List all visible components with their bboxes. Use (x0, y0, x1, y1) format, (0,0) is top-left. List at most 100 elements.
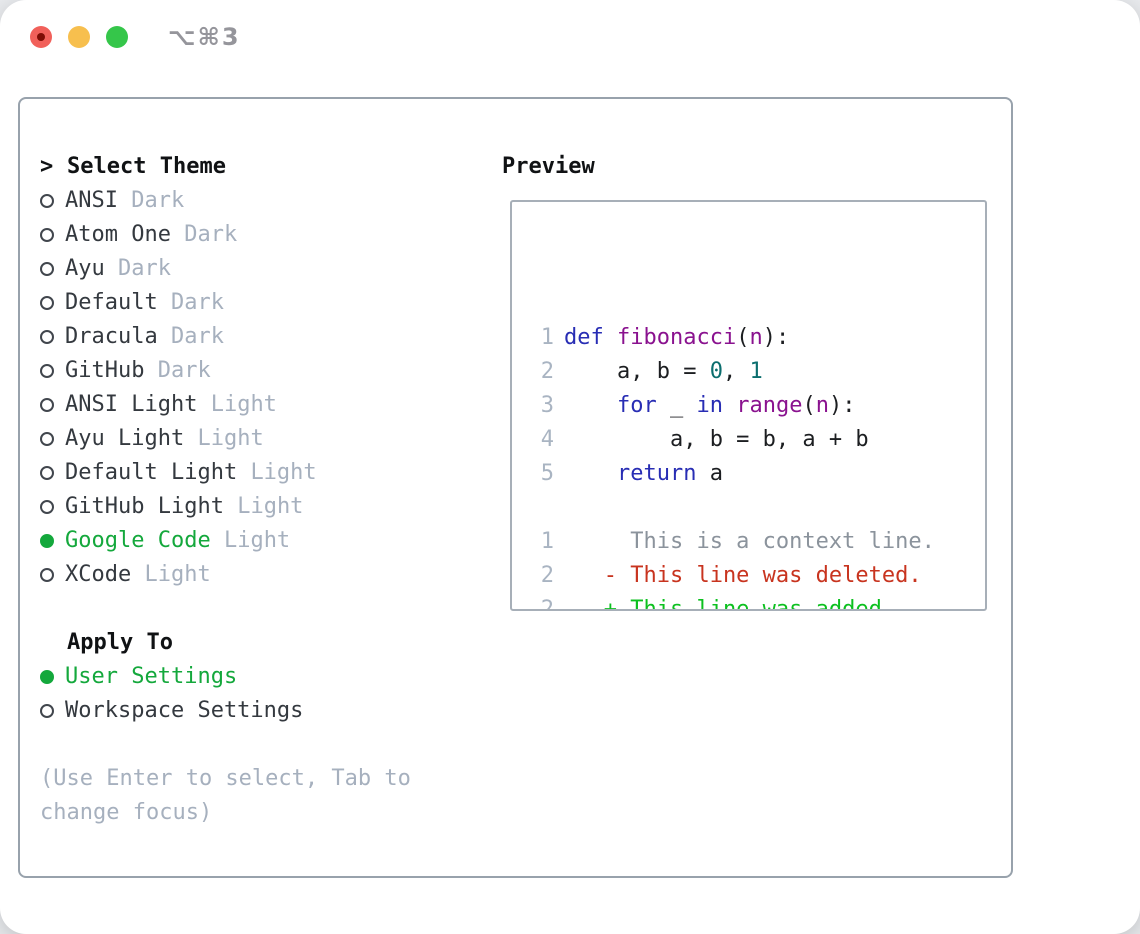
code-token: for (616, 393, 657, 418)
code-line: 4 a, b = b, a + b (528, 423, 985, 457)
theme-option-atom-one[interactable]: Atom One Dark (40, 218, 480, 252)
theme-variant-tag: Dark (170, 324, 224, 349)
theme-name: XCode (65, 562, 132, 587)
radio-icon (40, 194, 54, 208)
code-line: 3 for _ in range(n): (528, 389, 985, 423)
theme-option-github-light[interactable]: GitHub Light Light (40, 490, 480, 524)
radio-icon (40, 330, 54, 344)
theme-name: ANSI (65, 188, 118, 213)
radio-icon (40, 364, 54, 378)
code-token: a, b = (564, 359, 710, 384)
diff-line-added: 2 + This line was added. (528, 593, 985, 611)
code-token: a, b = b, a + b (564, 427, 869, 452)
theme-option-ansi[interactable]: ANSI Dark (40, 184, 480, 218)
line-number: 1 (540, 325, 554, 350)
preview-label: Preview (502, 154, 595, 179)
theme-option-default[interactable]: Default Dark (40, 286, 480, 320)
minimize-button[interactable] (68, 26, 90, 48)
theme-variant-tag: Light (223, 528, 291, 553)
radio-icon (40, 262, 54, 276)
theme-name: Default (65, 290, 158, 315)
code-token: ): (762, 325, 790, 350)
theme-option-github[interactable]: GitHub Dark (40, 354, 480, 388)
theme-variant-tag: Light (197, 426, 264, 451)
select-theme-label: Select Theme (67, 154, 226, 179)
theme-variant-tag: Light (210, 392, 277, 417)
theme-variant-tag: Light (144, 562, 211, 587)
apply-option-name: Workspace Settings (65, 698, 304, 723)
theme-variant-tag: Dark (170, 290, 224, 315)
theme-variant-tag: Light (250, 460, 317, 485)
zoom-button[interactable] (106, 26, 128, 48)
theme-option-dracula[interactable]: Dracula Dark (40, 320, 480, 354)
theme-option-ansi-light[interactable]: ANSI Light Light (40, 388, 480, 422)
theme-variant-tag: Light (237, 494, 304, 519)
code-token (604, 325, 617, 350)
code-token: 0 (709, 359, 723, 384)
radio-icon (40, 500, 54, 514)
code-token: fibonacci (617, 325, 737, 350)
code-line: 1 def fibonacci(n): (528, 321, 985, 355)
theme-name: Google Code (65, 528, 211, 553)
theme-option-xcode[interactable]: XCode Light (40, 558, 480, 592)
code-token: ( (802, 393, 816, 418)
radio-icon (40, 568, 54, 582)
diff-line-deleted: 2 - This line was deleted. (528, 559, 985, 593)
code-token: _ (656, 393, 697, 418)
line-number: 4 (540, 427, 554, 452)
code-token: return (616, 461, 697, 486)
theme-variant-tag: Dark (131, 188, 185, 213)
diff-line-context: 1 This is a context line. (528, 525, 985, 559)
radio-icon (40, 228, 54, 242)
radio-icon (40, 432, 54, 446)
theme-name: Ayu Light (65, 426, 185, 451)
apply-to-header: Apply To (40, 626, 480, 660)
radio-icon (40, 296, 54, 310)
diff-text: This is a context line. (564, 529, 935, 554)
code-token: n (749, 325, 763, 350)
close-button[interactable] (30, 26, 52, 48)
line-number: 3 (540, 393, 554, 418)
line-number: 2 (540, 563, 554, 588)
theme-name: Atom One (65, 222, 171, 247)
theme-option-default-light[interactable]: Default Light Light (40, 456, 480, 490)
spacer (40, 592, 480, 626)
theme-option-ayu[interactable]: Ayu Dark (40, 252, 480, 286)
radio-icon (40, 466, 54, 480)
apply-option-name: User Settings (65, 664, 238, 689)
radio-icon (40, 534, 54, 548)
theme-name: GitHub Light (65, 494, 224, 519)
theme-variant-tag: Dark (184, 222, 238, 247)
code-token: ( (736, 325, 750, 350)
apply-option-workspace-settings[interactable]: Workspace Settings (40, 694, 480, 728)
line-number: 2 (540, 597, 554, 611)
line-number: 2 (540, 359, 554, 384)
radio-icon (40, 670, 54, 684)
theme-option-ayu-light[interactable]: Ayu Light Light (40, 422, 480, 456)
theme-option-google-code[interactable]: Google Code Light (40, 524, 480, 558)
radio-icon (40, 398, 54, 412)
code-token: def (564, 325, 604, 350)
line-number: 1 (540, 529, 554, 554)
code-line: 5 return a (528, 457, 985, 491)
theme-name: GitHub (65, 358, 145, 383)
theme-name: Dracula (65, 324, 158, 349)
code-token: a (696, 461, 723, 486)
code-line: 2 a, b = 0, 1 (528, 355, 985, 389)
apply-option-user-settings[interactable]: User Settings (40, 660, 480, 694)
spacer (40, 728, 480, 762)
theme-variant-tag: Dark (118, 256, 171, 281)
select-theme-header: >Select Theme (40, 150, 480, 184)
titlebar: ⌥⌘3 (0, 0, 1140, 97)
theme-name: ANSI Light (65, 392, 198, 417)
code-token: n (815, 393, 829, 418)
theme-name: Default Light (65, 460, 238, 485)
code-token (564, 461, 617, 486)
